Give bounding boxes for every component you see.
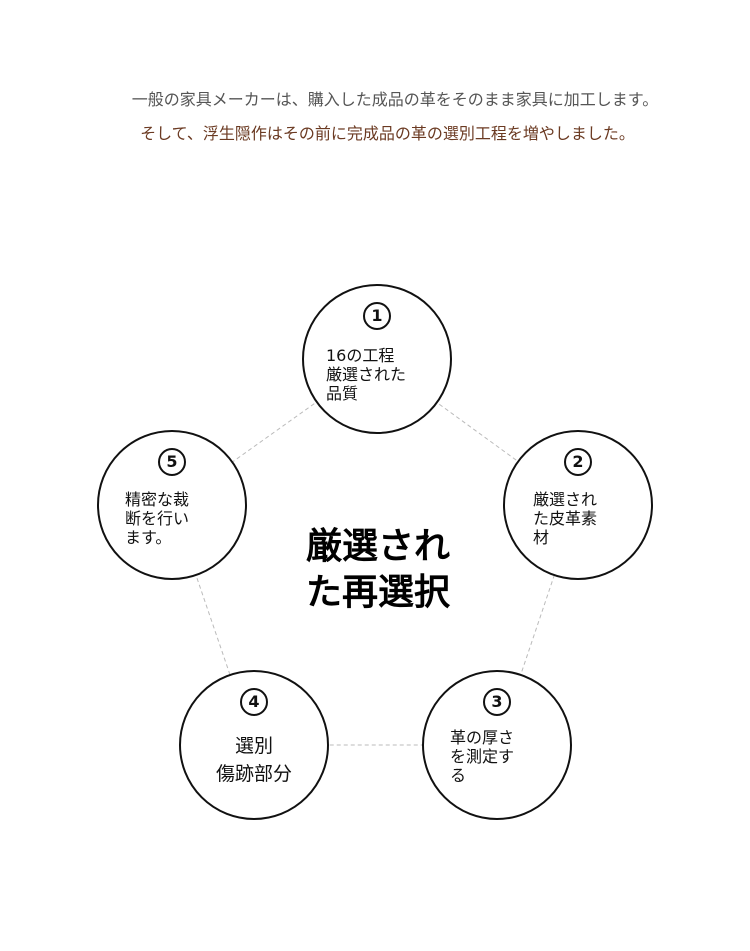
step-label: 厳選され た皮革素 材: [533, 490, 598, 547]
step-number: 2: [564, 448, 592, 476]
step-label: 革の厚さ を測定す る: [450, 728, 515, 785]
intro-line-2: そして、浮生隠作はその前に完成品の革の選別工程を増やしました。: [140, 124, 635, 143]
step-number: 5: [158, 448, 186, 476]
step-label: 精密な裁 断を行い ます。: [125, 490, 190, 547]
step-number: 1: [363, 302, 391, 330]
step-number: 3: [483, 688, 511, 716]
step-label: 16の工程 厳選された 品質: [326, 346, 407, 403]
step-4-circle: 4 選別 傷跡部分: [179, 670, 329, 820]
step-1-circle: 1 16の工程 厳選された 品質: [302, 284, 452, 434]
center-title: 厳選され た再選択: [305, 526, 450, 613]
step-number: 4: [240, 688, 268, 716]
step-label: 選別 傷跡部分: [215, 735, 292, 785]
intro-line-1: 一般の家具メーカーは、購入した成品の革をそのまま家具に加工します。: [131, 90, 659, 109]
step-3-circle: 3 革の厚さ を測定す る: [422, 670, 572, 820]
step-5-circle: 5 精密な裁 断を行い ます。: [97, 430, 247, 580]
step-2-circle: 2 厳選され た皮革素 材: [503, 430, 653, 580]
